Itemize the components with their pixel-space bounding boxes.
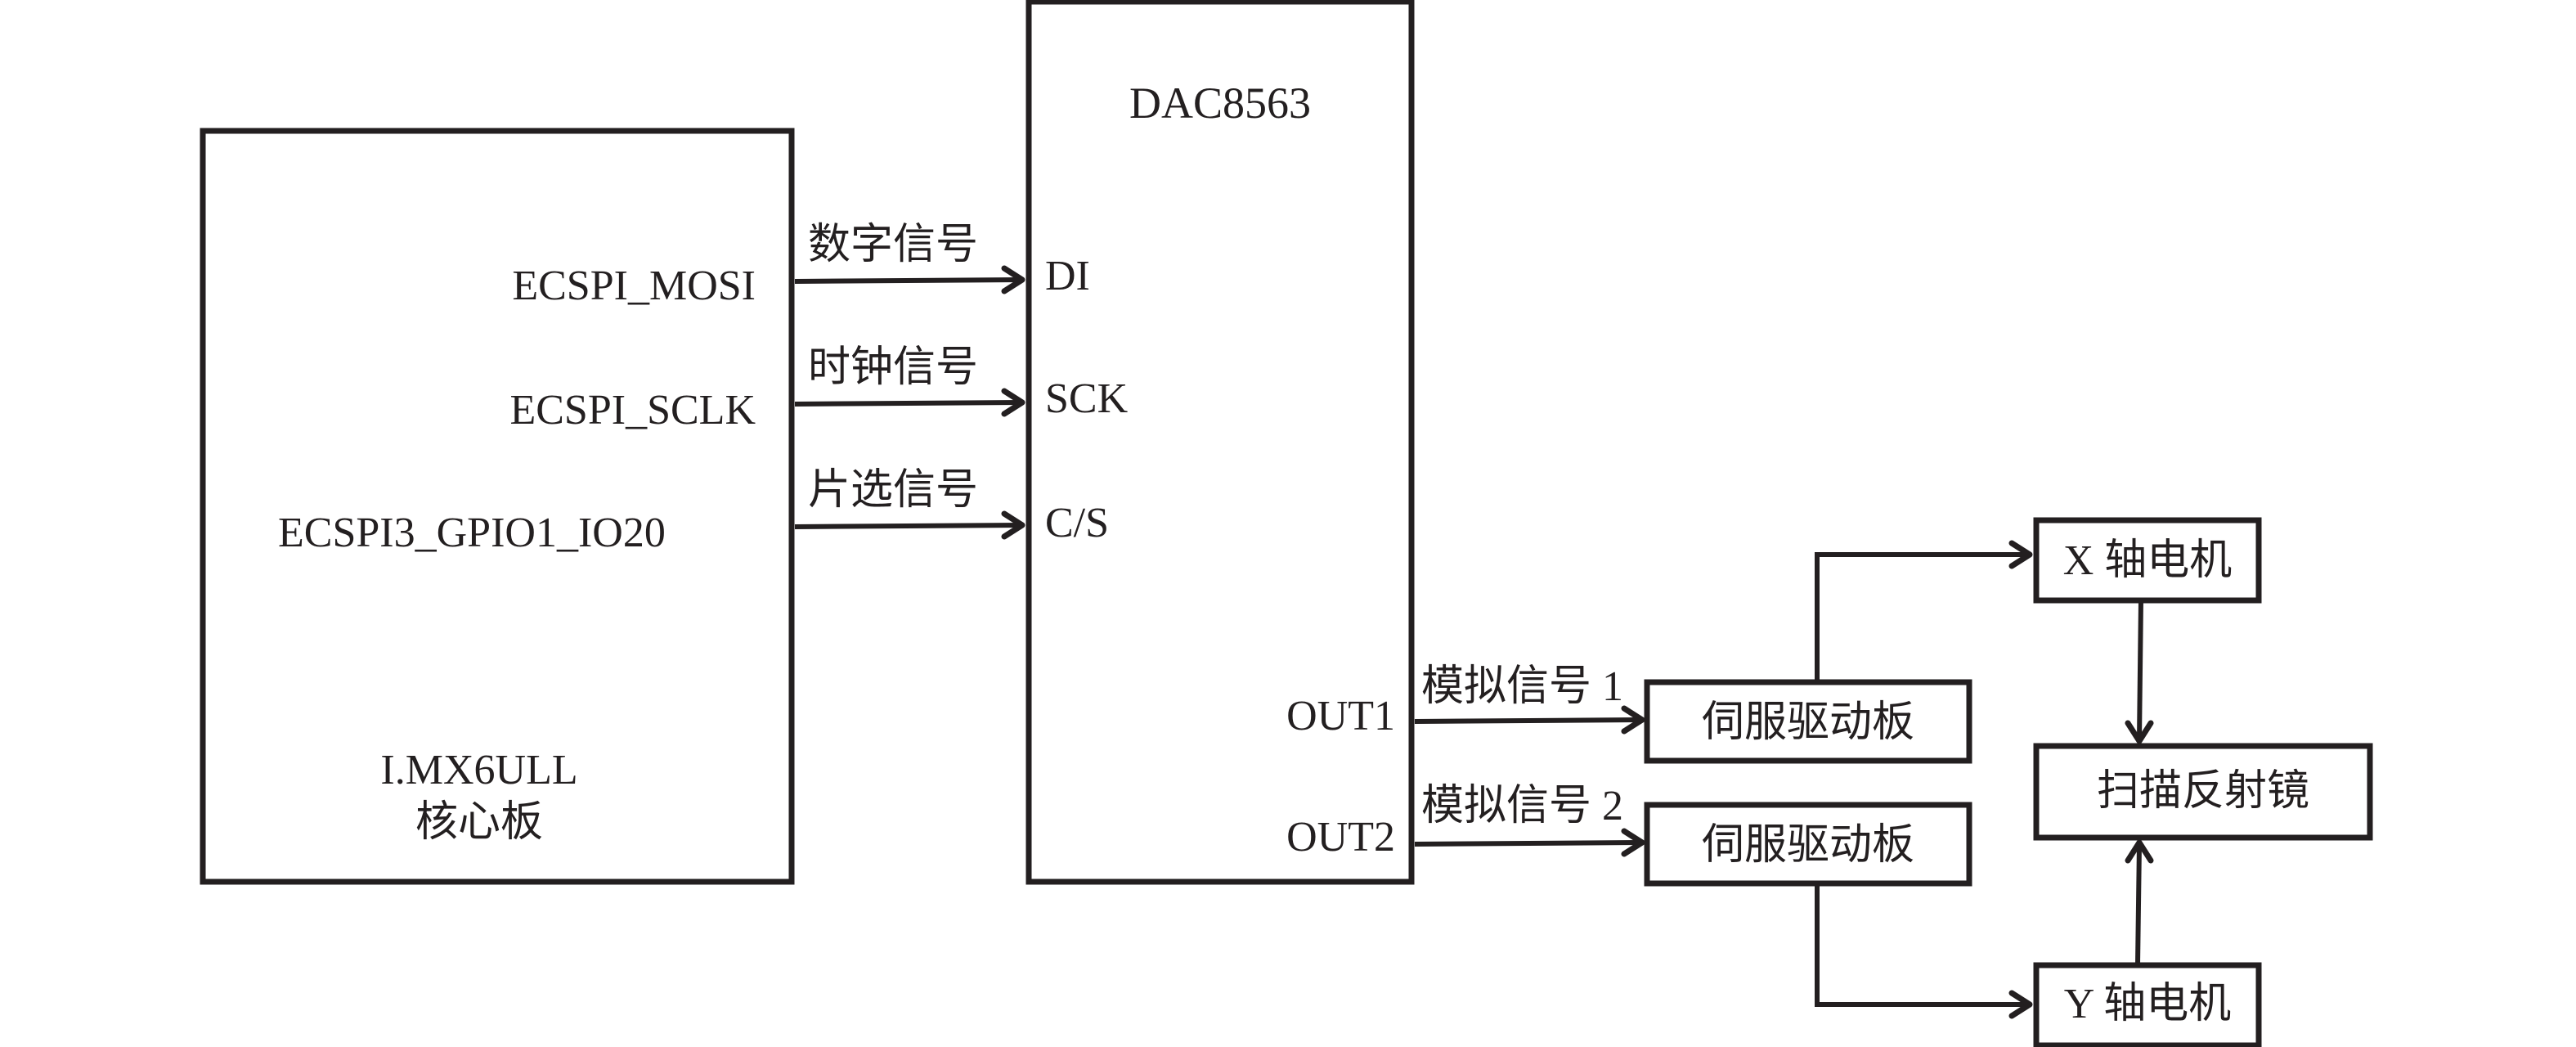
clock-signal-label: 时钟信号 bbox=[808, 344, 978, 391]
dac-input-cs: C/S bbox=[1045, 500, 1109, 546]
dac-title: DAC8563 bbox=[1129, 79, 1311, 128]
cs-wire bbox=[794, 523, 1021, 529]
scan-mirror-box bbox=[2033, 743, 2373, 841]
dac-output-out2: OUT2 bbox=[1286, 814, 1395, 861]
dac-input-sck: SCK bbox=[1045, 375, 1129, 422]
out2-wire bbox=[1414, 840, 1640, 847]
pin-ecspi-sclk: ECSPI_SCLK bbox=[509, 387, 756, 434]
digital-signal-label: 数字信号 bbox=[808, 222, 978, 268]
mosi-arrow-icon bbox=[1001, 265, 1025, 294]
y-motor-label: Y 轴电机 bbox=[2064, 981, 2232, 1027]
scan-mirror-label: 扫描反射镜 bbox=[2097, 768, 2309, 815]
mcu-subtitle: 核心板 bbox=[415, 799, 543, 846]
mosi-wire bbox=[794, 277, 1021, 284]
dac-output-out1: OUT1 bbox=[1286, 693, 1395, 739]
analog-connections: 模拟信号 1 模拟信号 2 bbox=[1414, 663, 1645, 857]
cs-arrow-icon bbox=[1001, 510, 1025, 540]
spi-connections: 数字信号 时钟信号 片选信号 bbox=[794, 222, 1025, 540]
mcu-box bbox=[200, 128, 795, 885]
dac-box bbox=[1025, 0, 1415, 885]
chip-select-label: 片选信号 bbox=[808, 467, 978, 514]
x-motor-box bbox=[2033, 517, 2262, 604]
analog-signal-2-label: 模拟信号 2 bbox=[1421, 783, 1623, 829]
pin-ecspi3-gpio: ECSPI3_GPIO1_IO20 bbox=[278, 510, 666, 556]
servo-board-1: 伺服驱动板 bbox=[1644, 679, 1972, 764]
sclk-arrow-icon bbox=[1001, 388, 1025, 417]
xmotor-arrow-icon bbox=[2008, 540, 2033, 569]
ymotor-to-mirror-wire bbox=[2135, 843, 2142, 966]
servo-board-2-box bbox=[1644, 802, 1972, 887]
dac-block: DAC8563 DI SCK C/S OUT1 OUT2 bbox=[1025, 0, 1415, 885]
y-motor: Y 轴电机 bbox=[2033, 962, 2262, 1047]
x-motor: X 轴电机 bbox=[2033, 517, 2262, 604]
x-motor-label: X 轴电机 bbox=[2063, 537, 2233, 584]
mcu-block: ECSPI_MOSI ECSPI_SCLK ECSPI3_GPIO1_IO20 … bbox=[200, 128, 795, 885]
servo-board-2-label: 伺服驱动板 bbox=[1702, 822, 1914, 869]
servo-board-1-box bbox=[1644, 679, 1972, 764]
scan-mirror: 扫描反射镜 bbox=[2033, 743, 2373, 841]
y-motor-box bbox=[2033, 962, 2262, 1047]
out1-wire bbox=[1414, 717, 1640, 724]
dac-input-di: DI bbox=[1045, 253, 1090, 299]
xmotor-to-mirror-wire bbox=[2137, 600, 2143, 740]
out1-arrow-icon bbox=[1621, 705, 1645, 735]
servo-board-2: 伺服驱动板 bbox=[1644, 802, 1972, 887]
pin-ecspi-mosi: ECSPI_MOSI bbox=[512, 263, 756, 309]
ymotor-arrow-icon bbox=[2008, 990, 2033, 1019]
mcu-title: I.MX6ULL bbox=[380, 747, 577, 793]
mirror-down-arrow-icon bbox=[2125, 720, 2154, 744]
mirror-up-arrow-icon bbox=[2125, 839, 2154, 864]
servo2-to-ymotor-wire bbox=[1815, 883, 2026, 1007]
servo-board-1-label: 伺服驱动板 bbox=[1702, 699, 1914, 746]
servo1-to-xmotor-wire bbox=[1815, 552, 2026, 682]
analog-signal-1-label: 模拟信号 1 bbox=[1421, 663, 1623, 710]
sclk-wire bbox=[794, 400, 1021, 407]
out2-arrow-icon bbox=[1621, 828, 1645, 857]
